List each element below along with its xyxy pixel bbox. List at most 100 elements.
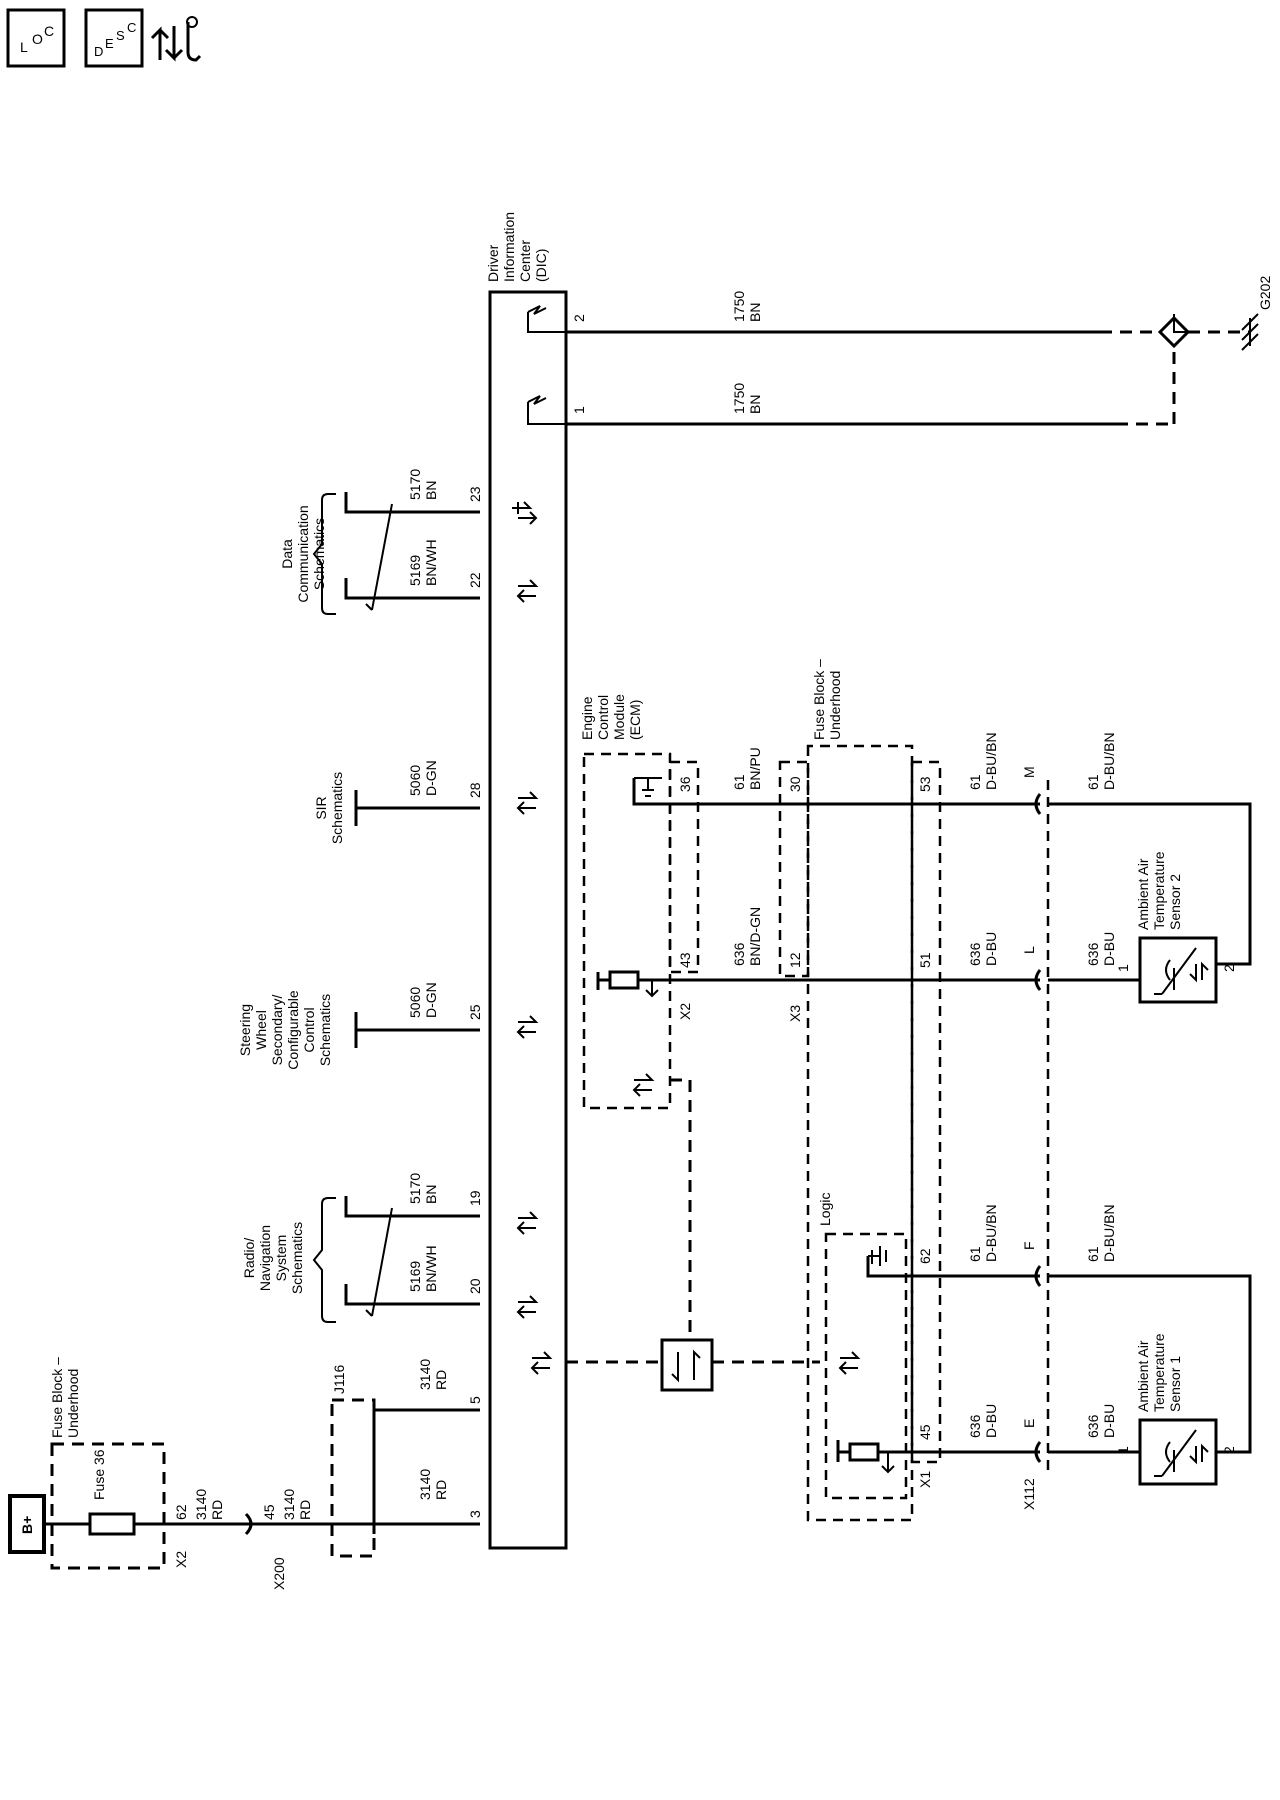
sensor2-in-circuit: 636 — [1085, 942, 1101, 966]
fuse-block-underhood: Fuse Block – Underhood Fuse 36 X2 62 314… — [49, 1357, 225, 1570]
ecm-sig-color: BN/D-GN — [747, 907, 763, 966]
radio-label-3: System — [273, 1235, 289, 1282]
ecm-label-2: Control — [595, 695, 611, 740]
x112-pin-f: F — [1021, 1241, 1037, 1250]
dic-module: Driver Information Center (DIC) — [485, 212, 568, 1550]
x200-color: RD — [297, 1500, 313, 1520]
xf-color: D-BU/BN — [983, 1204, 999, 1262]
fb2-x3-conn: X3 — [787, 1005, 803, 1022]
steer-circuit: 5060 — [407, 987, 423, 1018]
ecm-conn-x2: X2 — [677, 1003, 693, 1020]
gnd2-color: BN — [747, 303, 763, 322]
sensor2-in-color: D-BU — [1101, 932, 1117, 966]
sensor2-pin2: 2 — [1221, 964, 1237, 972]
fb2-label-1: Fuse Block – — [811, 659, 827, 740]
xm-color: D-BU/BN — [983, 732, 999, 790]
arrows-wrench-icon[interactable] — [150, 16, 202, 62]
radio-label-4: Schematics — [289, 1222, 305, 1294]
xl-circuit: 636 — [967, 942, 983, 966]
sensor1-label-1: Ambient Air — [1135, 1340, 1151, 1412]
radio-link: Radio/ Navigation System Schematics 5170… — [241, 1173, 483, 1323]
feed5-pin: 5 — [467, 1396, 483, 1404]
serial-data-link — [566, 1078, 820, 1392]
sensor2-out-circuit: 61 — [1085, 774, 1101, 790]
xe-color: D-BU — [983, 1404, 999, 1438]
radio20-circuit: 5169 — [407, 1261, 423, 1292]
dc22-circuit: 5169 — [407, 555, 423, 586]
data-comm-label-2: Communication — [295, 505, 311, 602]
xe-circuit: 636 — [967, 1414, 983, 1438]
sir-label-1: SIR — [313, 796, 329, 819]
ecm-sig-circuit: 636 — [731, 942, 747, 966]
sensor2-label-2: Temperature — [1151, 851, 1167, 930]
desc-icon[interactable]: D E S C — [84, 8, 144, 68]
x112-pin-m: M — [1021, 766, 1037, 778]
dic-ground-wires — [527, 305, 1259, 426]
sensor1-in-color: D-BU — [1101, 1404, 1117, 1438]
sensor1-pin2: 2 — [1221, 1446, 1237, 1454]
fuse-pin-62: 62 — [173, 1504, 189, 1520]
x112-label: X112 — [1021, 1478, 1037, 1510]
loc-letter-o: O — [32, 31, 43, 47]
radio19-color: BN — [423, 1185, 439, 1204]
ecm-module: Engine Control Module (ECM) 36 43 X2 — [579, 694, 706, 1110]
fuse-color: RD — [209, 1500, 225, 1520]
feed5-circuit: 3140 — [417, 1359, 433, 1390]
data-comm-label-1: Data — [279, 539, 295, 569]
radio19-circuit: 5170 — [407, 1173, 423, 1204]
fuse-circuit: 3140 — [193, 1489, 209, 1520]
x200-connector: X200 45 3140 RD — [244, 1489, 313, 1590]
dic-label-1: Driver — [485, 244, 501, 282]
sir-circuit: 5060 — [407, 765, 423, 796]
battery-source: B+ — [8, 1494, 46, 1554]
x200-pin: 45 — [261, 1504, 277, 1520]
logic-label: Logic — [817, 1193, 833, 1226]
xf-circuit: 61 — [967, 1246, 983, 1262]
dc23-pin: 23 — [467, 486, 483, 502]
x112-pin-e: E — [1021, 1419, 1037, 1428]
fb2-x3-pin-12: 12 — [787, 952, 803, 968]
radio-label-1: Radio/ — [241, 1238, 257, 1279]
bplus-label: B+ — [19, 1516, 35, 1534]
feed3-pin: 3 — [467, 1510, 483, 1518]
loc-icon[interactable]: L O C — [6, 8, 66, 68]
loc-letter-c: C — [44, 23, 54, 39]
gnd1-color: BN — [747, 395, 763, 414]
dc22-pin: 22 — [467, 572, 483, 588]
x112-pin-l: L — [1021, 946, 1037, 954]
fb2-x1-pin-45: 45 — [917, 1424, 933, 1440]
fb2-x3-pin-30: 30 — [787, 776, 803, 792]
steer-color: D-GN — [423, 982, 439, 1018]
ecm-label-1: Engine — [579, 696, 595, 740]
loc-letter-l: L — [20, 39, 28, 55]
ecm-pin-43: 43 — [677, 952, 693, 968]
ambient-air-temp-sensor-2: Ambient Air Temperature Sensor 2 1 2 636… — [1085, 732, 1237, 1004]
sir-link: SIR Schematics 5060 D-GN 28 — [313, 760, 483, 844]
fuse-36-label: Fuse 36 — [91, 1449, 107, 1500]
ecm-label-3: Module — [611, 694, 627, 740]
fuse-block-label-2: Underhood — [65, 1369, 81, 1438]
steer-pin: 25 — [467, 1004, 483, 1020]
gnd2-pin: 2 — [571, 314, 587, 322]
dic-label-4: (DIC) — [533, 249, 549, 282]
fb2-label-2: Underhood — [827, 671, 843, 740]
ambient-air-temp-sensor-1: Ambient Air Temperature Sensor 1 1 2 636… — [1085, 1204, 1237, 1486]
fuse-conn-x2: X2 — [173, 1551, 189, 1568]
x112-connector: M L F E X112 — [1021, 766, 1050, 1510]
sensor1-in-circuit: 636 — [1085, 1414, 1101, 1438]
desc-letter-s: S — [116, 28, 125, 43]
radio-label-2: Navigation — [257, 1225, 273, 1291]
serial-data-arrows-icon — [512, 501, 553, 1375]
j116-splice: J116 — [330, 1364, 480, 1558]
ecm-low-circuit: 61 — [731, 774, 747, 790]
sensor2-label-1: Ambient Air — [1135, 858, 1151, 930]
feed3-circuit: 3140 — [417, 1469, 433, 1500]
sensor1-label-3: Sensor 1 — [1167, 1356, 1183, 1412]
sensor2-pin1: 1 — [1115, 964, 1131, 972]
steer-label-1: Steering — [237, 1004, 253, 1056]
j116-label: J116 — [331, 1364, 347, 1394]
sir-color: D-GN — [423, 760, 439, 796]
fb2-pin-51: 51 — [917, 952, 933, 968]
sensor2-out-color: D-BU/BN — [1101, 732, 1117, 790]
steer-label-5: Control — [301, 1007, 317, 1052]
